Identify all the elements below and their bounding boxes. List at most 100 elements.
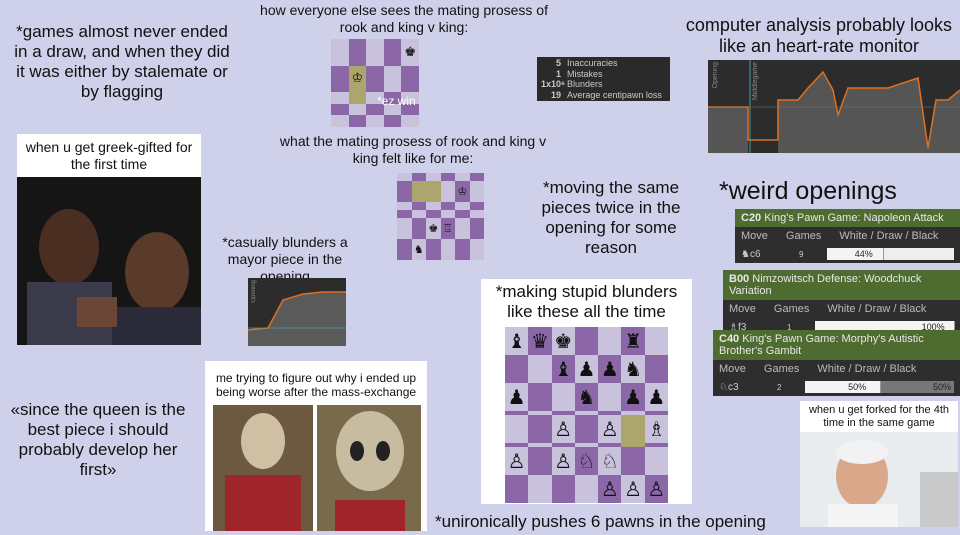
board-square-hard <box>440 210 455 218</box>
reaction-photo-men <box>17 177 201 345</box>
board-square-hard <box>426 173 441 181</box>
caption-pawns: *unironically pushes 6 pawns in the open… <box>435 512 766 531</box>
board-square-blunder: ♙ <box>644 475 668 503</box>
board-square-blunder <box>528 475 552 503</box>
board-square-hard <box>469 239 484 260</box>
board-square-blunder: ♘ <box>574 447 599 475</box>
eval-graph-large: Opening Middlegame <box>708 60 960 155</box>
stat-label: Inaccuracies <box>567 58 618 68</box>
board-square-blunder <box>551 411 575 415</box>
board-square-hard <box>397 202 412 210</box>
caption-stupid: *making stupid blunders like these all t… <box>495 282 678 321</box>
stat-row: 5 Inaccuracies <box>541 58 666 69</box>
opening-title: B00 Nimzowitsch Defense: Woodchuck Varia… <box>723 270 960 300</box>
board-square-easy: ♚ <box>401 39 419 66</box>
board-square-blunder <box>644 327 668 355</box>
board-square-hard <box>426 239 441 260</box>
opening-eco: C40 <box>719 333 740 345</box>
board-square-blunder <box>505 443 529 447</box>
board-square-hard <box>397 181 412 202</box>
board-square-blunder: ♝ <box>505 327 529 355</box>
board-square-blunder <box>505 355 529 383</box>
board-square-blunder <box>528 415 552 443</box>
board-square-hard <box>455 210 470 218</box>
photo-figures-svg <box>17 177 201 345</box>
opening-column-header: Move <box>729 303 756 315</box>
board-square-blunder <box>574 443 599 447</box>
board-square-hard <box>397 210 412 218</box>
board-square-blunder <box>528 411 552 415</box>
opening-column-header: White / Draw / Black <box>827 303 927 315</box>
chessboard-blunder: ♝♛♚♜♝♟♟♞♟♞♟♟♙♙♗♙♙♘♘♙♙♙ <box>505 327 668 503</box>
board-square-blunder: ♚ <box>551 327 575 355</box>
board-square-easy <box>366 103 384 116</box>
board-square-easy <box>331 115 349 127</box>
board-square-hard <box>455 218 470 239</box>
board-square-blunder <box>528 383 552 411</box>
board-square-blunder <box>644 411 668 415</box>
board-square-hard <box>440 173 455 181</box>
board-square-easy <box>383 92 402 104</box>
caption-mass: me trying to figure out why i ended up b… <box>215 371 417 399</box>
board-square-hard <box>455 173 470 181</box>
board-square-easy <box>366 39 384 66</box>
board-square-easy <box>383 115 402 127</box>
caption-greek-box: when u get greek-gifted for the first ti… <box>17 134 201 177</box>
graph-label-opening: Opening <box>712 62 719 89</box>
opening-move[interactable]: ♞c6 <box>741 248 761 260</box>
board-square-blunder <box>528 447 552 475</box>
eval-graph-svg <box>708 60 960 155</box>
result-bar-fill <box>805 381 881 393</box>
board-square-hard <box>426 210 441 218</box>
graph-label-middlegame: Middlegame <box>752 62 759 101</box>
board-square-hard <box>397 239 412 260</box>
board-square-hard <box>411 218 426 239</box>
graph-small-label: Opening <box>251 280 257 303</box>
stat-number: 1x10⁶ <box>541 79 566 89</box>
board-square-blunder: ♝ <box>551 355 575 383</box>
opening-move[interactable]: ♗f3 <box>729 321 747 333</box>
caption-everyone: how everyone else sees the mating proses… <box>260 2 548 35</box>
opening-name: King's Pawn Game: Napoleon Attack <box>764 212 944 224</box>
stat-number: 5 <box>555 58 561 68</box>
opening-eco: B00 <box>729 273 750 285</box>
caption-greek: when u get greek-gifted for the first ti… <box>25 139 193 172</box>
board-square-hard <box>426 202 441 210</box>
opening-column-header: Games <box>763 363 800 375</box>
board-square-easy <box>401 103 419 116</box>
board-square-easy: ♔ <box>348 65 367 93</box>
harold-photo-svg <box>800 432 958 527</box>
board-square-blunder <box>621 411 645 415</box>
board-square-blunder: ♙ <box>505 447 529 475</box>
board-square-hard <box>469 173 484 181</box>
board-square-blunder: ♟ <box>505 383 529 411</box>
opening-move-row[interactable]: ♞c6 9 44% <box>735 245 960 263</box>
opening-name: King's Pawn Game: Morphy's Autistic Brot… <box>719 333 924 357</box>
board-square-easy <box>401 115 419 127</box>
board-square-easy <box>366 65 384 93</box>
board-square-hard <box>397 218 412 239</box>
opening-column-header: Move <box>741 230 768 242</box>
board-square-hard <box>469 218 484 239</box>
board-square-blunder: ♟ <box>598 355 622 383</box>
board-square-blunder: ♙ <box>598 475 622 503</box>
board-square-blunder <box>644 447 668 475</box>
forked-card: when u get forked for the 4th time in th… <box>800 401 958 527</box>
result-bar: 44% <box>827 248 954 260</box>
opening-move[interactable]: ♘c3 <box>719 381 739 393</box>
board-square-blunder <box>505 415 529 443</box>
board-square-blunder <box>621 447 645 475</box>
opening-explorer-card: C40 King's Pawn Game: Morphy's Autistic … <box>713 330 960 396</box>
board-square-blunder <box>574 327 599 355</box>
board-square-blunder: ♞ <box>574 383 599 411</box>
board-square-hard <box>426 181 441 202</box>
board-square-blunder <box>598 383 622 411</box>
opening-games: 9 <box>799 249 804 259</box>
board-square-hard <box>440 202 455 210</box>
